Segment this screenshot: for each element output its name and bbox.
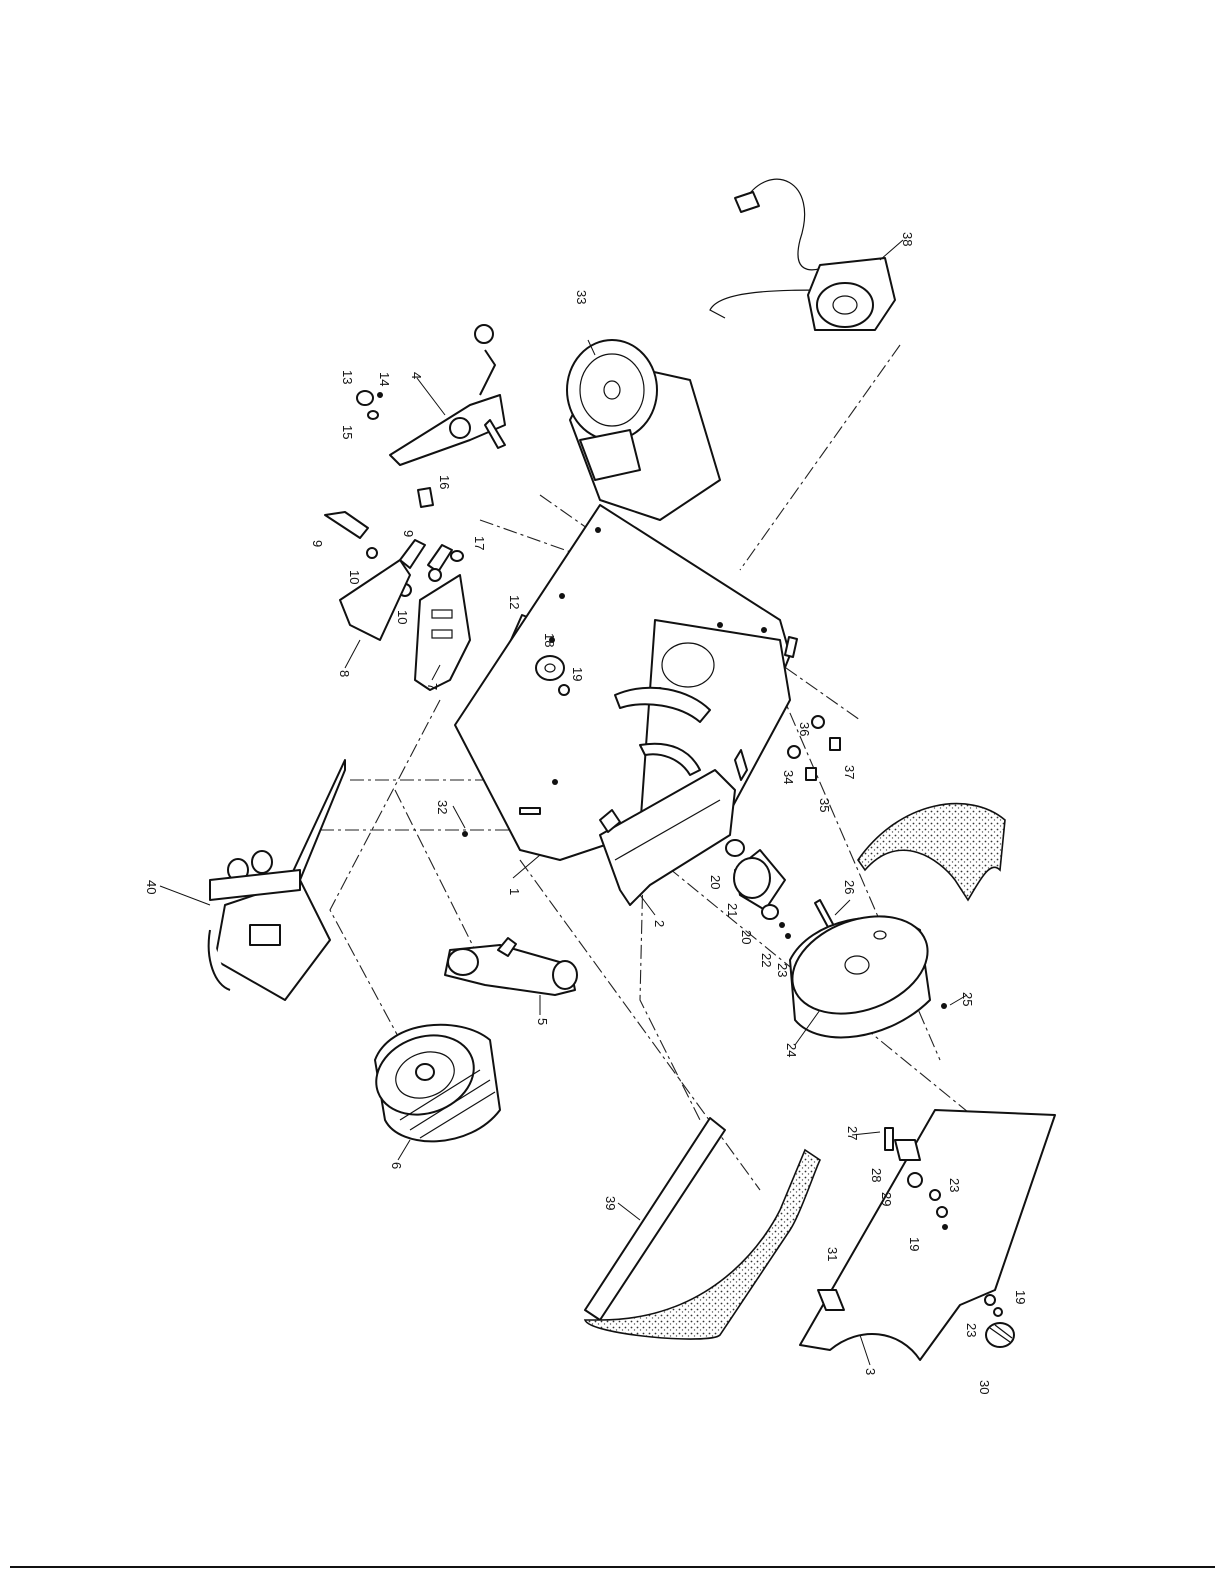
belt-segment [858, 804, 1005, 900]
part-40-dust-hood [209, 760, 345, 1000]
callout-22: 22 [759, 953, 774, 967]
part-21-roller [726, 840, 791, 939]
callout-17: 17 [472, 536, 487, 550]
callout-23-c: 23 [964, 1323, 979, 1337]
part-5-idler-arm [445, 938, 577, 995]
parts-7-8-9-10-brackets [325, 512, 470, 690]
callout-20-b: 20 [739, 930, 754, 944]
callout-23-a: 23 [775, 963, 790, 977]
callout-6: 6 [389, 1162, 404, 1169]
callout-30: 30 [977, 1380, 992, 1394]
footer-rule [10, 1566, 1215, 1568]
callout-36: 36 [797, 722, 812, 736]
callout-19-a: 19 [570, 667, 585, 681]
part-4-tension-arm [390, 325, 505, 465]
part-3-guard-panel [800, 1110, 1055, 1360]
callout-23-b: 23 [947, 1178, 962, 1192]
callout-10-b: 10 [395, 610, 410, 624]
callout-33: 33 [574, 290, 589, 304]
callout-29: 29 [879, 1192, 894, 1206]
callout-19-b: 19 [907, 1237, 922, 1251]
callout-5: 5 [535, 1018, 550, 1025]
callout-2: 2 [652, 920, 667, 927]
callout-8: 8 [337, 670, 352, 677]
callout-35: 35 [817, 798, 832, 812]
callout-15: 15 [340, 425, 355, 439]
callout-34: 34 [781, 770, 796, 784]
part-6-contact-wheel [365, 1022, 500, 1141]
callout-27: 27 [845, 1126, 860, 1140]
callout-20-a: 20 [708, 875, 723, 889]
callout-7: 7 [425, 683, 440, 690]
callout-10-a: 10 [347, 570, 362, 584]
part-39-belt [585, 1118, 820, 1339]
callout-28: 28 [869, 1168, 884, 1182]
part-33-motor [567, 340, 720, 520]
callout-14: 14 [377, 372, 392, 386]
part-38-switch-box [710, 179, 895, 330]
callout-3: 3 [863, 1368, 878, 1375]
callout-21: 21 [725, 903, 740, 917]
callout-1: 1 [507, 888, 522, 895]
callout-9-b: 9 [401, 530, 416, 537]
callout-9-a: 9 [310, 540, 325, 547]
callout-39: 39 [603, 1196, 618, 1210]
callout-13: 13 [340, 370, 355, 384]
callout-19-c: 19 [1013, 1290, 1028, 1304]
callout-31: 31 [825, 1247, 840, 1261]
callout-26: 26 [842, 880, 857, 894]
callout-37: 37 [842, 765, 857, 779]
callout-25: 25 [960, 992, 975, 1006]
callout-12: 12 [507, 595, 522, 609]
callout-38: 38 [900, 232, 915, 246]
callout-18: 18 [542, 633, 557, 647]
part-1-base-plate [455, 505, 790, 860]
callout-16: 16 [437, 475, 452, 489]
callout-32: 32 [435, 800, 450, 814]
callout-40: 40 [144, 880, 159, 894]
callout-4: 4 [409, 372, 424, 379]
callout-24: 24 [784, 1043, 799, 1057]
